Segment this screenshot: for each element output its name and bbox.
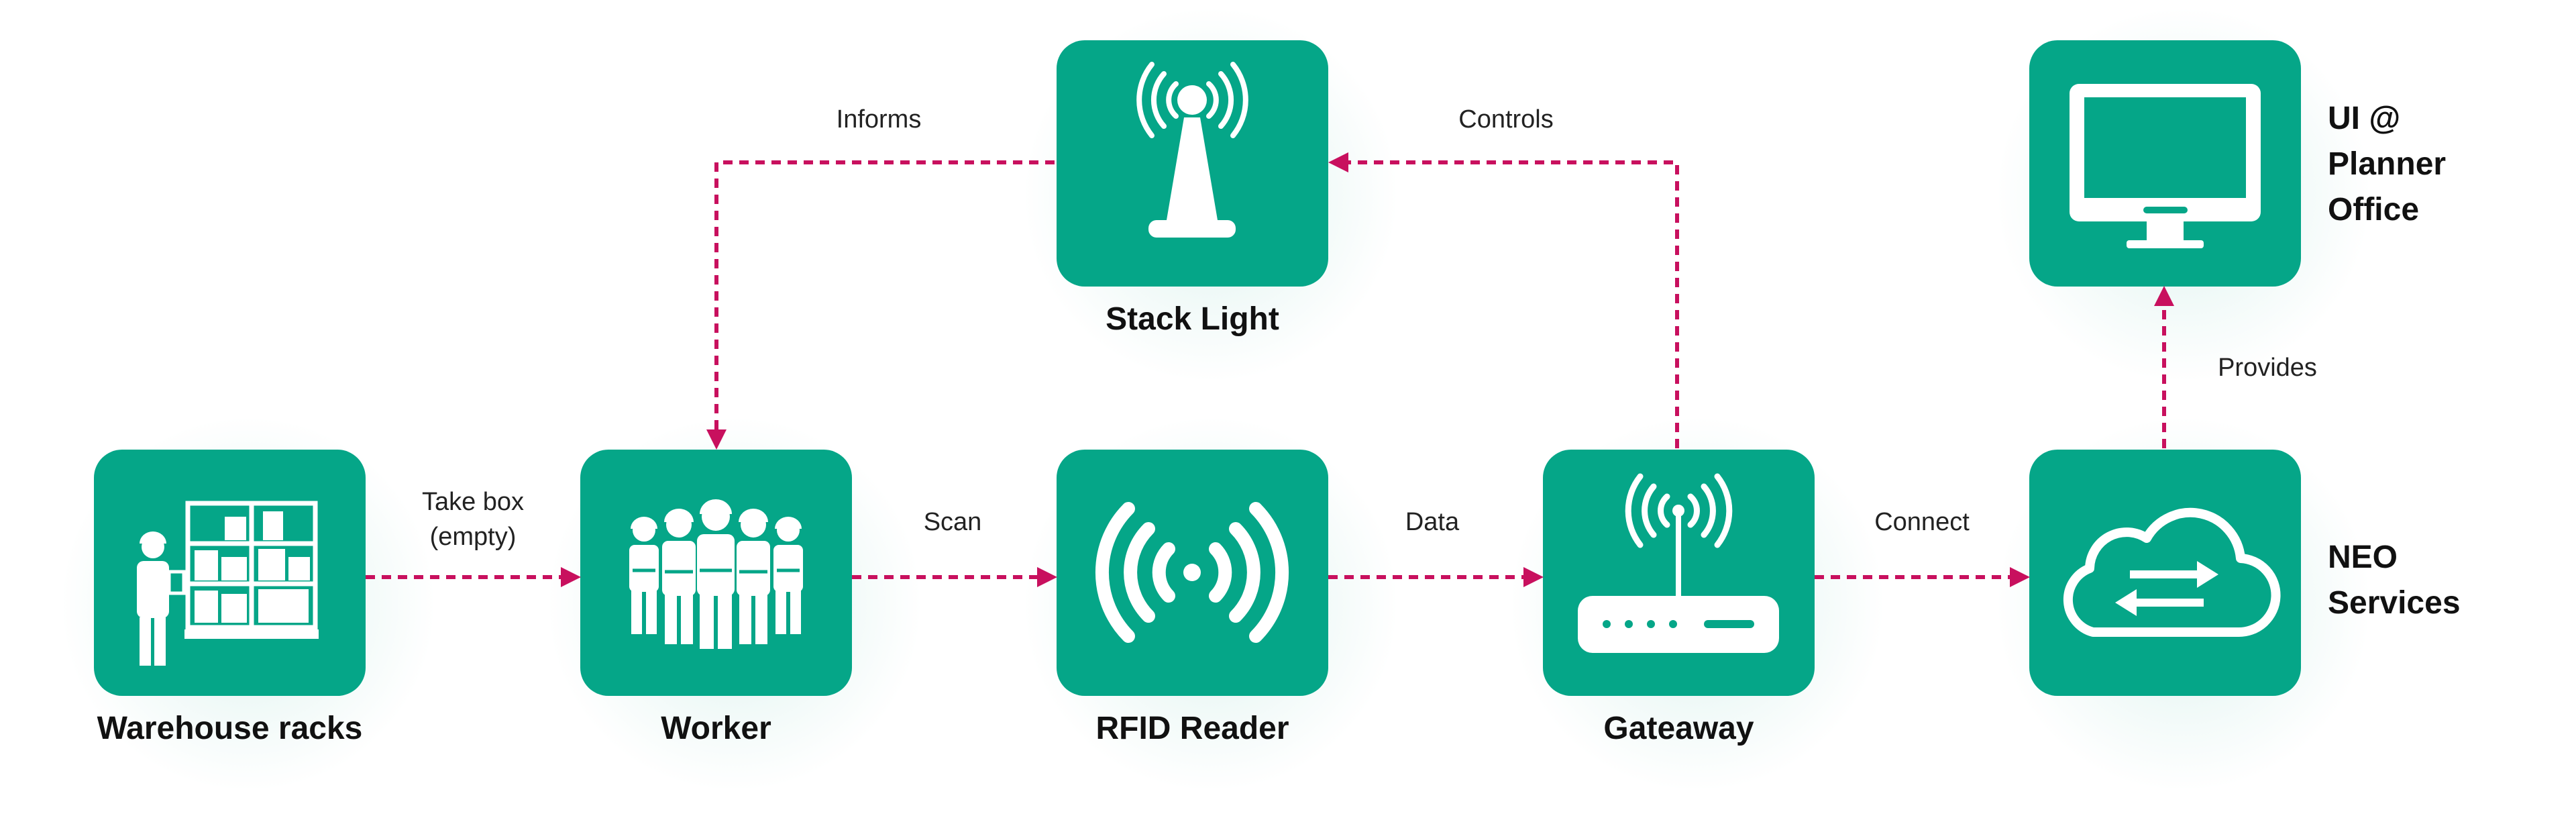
rfid-signal-icon <box>1095 502 1289 643</box>
node-label-warehouse-racks: Warehouse racks <box>97 711 363 746</box>
node-warehouse-racks <box>94 450 366 696</box>
signal-tower-icon <box>1136 62 1248 238</box>
monitor-icon <box>2070 84 2261 248</box>
node-label-stack-light: Stack Light <box>1106 301 1279 337</box>
edge-label-connect: Connect <box>1874 508 1970 536</box>
node-label-gateway: Gateaway <box>1603 711 1754 746</box>
node-gateway <box>1543 450 1815 696</box>
edge-label-informs: Informs <box>836 105 922 134</box>
node-label-rfid-reader: RFID Reader <box>1095 711 1289 746</box>
worker-group-icon <box>629 499 803 649</box>
cloud-sync-icon <box>2063 507 2281 638</box>
node-neo-services <box>2029 450 2301 696</box>
edge-label-data: Data <box>1405 508 1460 536</box>
edge-label-provides: Provides <box>2218 354 2317 382</box>
node-rfid-reader <box>1057 450 1328 696</box>
arrow-controls <box>1328 152 1679 448</box>
node-stack-light <box>1057 40 1328 287</box>
node-label-worker: Worker <box>661 711 771 746</box>
edge-label-take-box: Take box (empty) <box>421 488 525 551</box>
router-wifi-icon <box>1578 473 1779 653</box>
node-ui-planner-office <box>2029 40 2301 287</box>
edge-label-scan: Scan <box>923 508 982 536</box>
edge-label-controls: Controls <box>1458 105 1554 134</box>
arrow-informs <box>706 160 1055 450</box>
node-worker <box>580 450 852 696</box>
warehouse-worker-icon <box>137 501 319 666</box>
node-label-ui-planner-office: UI @ Planner Office <box>2328 101 2447 227</box>
node-label-neo-services: NEO Services <box>2328 540 2461 621</box>
